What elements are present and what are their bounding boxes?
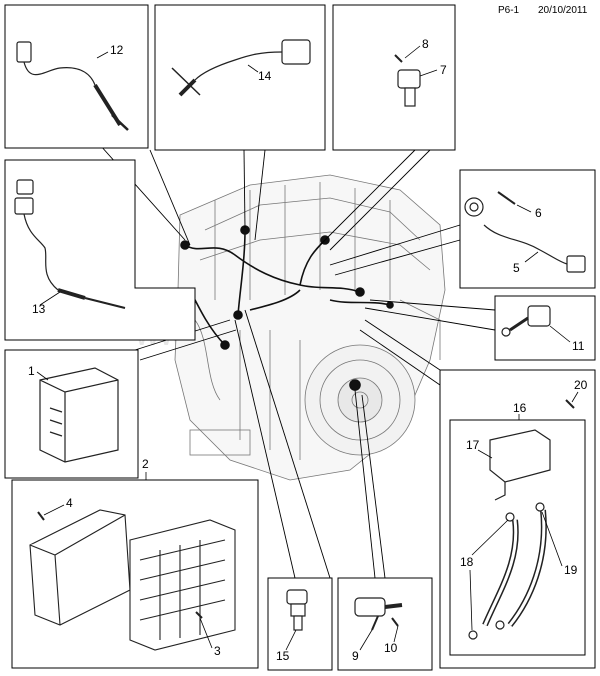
callout-10: 10: [384, 641, 398, 655]
box-part-9-10: 9 10: [337, 577, 433, 671]
box-part-11: 11: [494, 295, 596, 361]
box-part-1: 1: [4, 349, 139, 479]
box-part-2: 2 4 3: [11, 457, 259, 669]
callout-1: 1: [28, 364, 35, 378]
callout-6: 6: [535, 206, 542, 220]
wiring-harness: [180, 225, 394, 391]
callout-3: 3: [214, 644, 221, 658]
box-part-13: 13: [4, 159, 196, 341]
page-code: P6-1: [498, 5, 520, 16]
box-part-15: 15: [267, 577, 333, 671]
engine-assembly: [174, 174, 446, 481]
callout-18: 18: [460, 555, 474, 569]
callout-19: 19: [564, 563, 578, 577]
diagram-date: 20/10/2011: [538, 5, 588, 16]
leader-lines: [99, 144, 496, 579]
callout-5: 5: [513, 261, 520, 275]
callout-15: 15: [276, 649, 290, 663]
callout-13: 13: [32, 302, 46, 316]
callout-14: 14: [258, 69, 272, 83]
callout-16: 16: [513, 401, 527, 415]
callout-12: 12: [110, 43, 124, 57]
box-part-5-6: 6 5: [459, 169, 596, 289]
callout-11: 11: [572, 339, 585, 353]
box-part-12: 12: [4, 4, 149, 149]
callout-9: 9: [352, 649, 359, 663]
callout-20: 20: [574, 378, 588, 392]
callout-4: 4: [66, 496, 73, 510]
callout-17: 17: [466, 438, 480, 452]
box-part-14: 14: [154, 4, 326, 151]
callout-8: 8: [422, 37, 429, 51]
box-part-7-8: 8 7: [332, 4, 456, 151]
callout-2: 2: [142, 457, 149, 471]
callout-7: 7: [440, 63, 447, 77]
box-part-16-20: 20 16 17 18 19: [439, 369, 596, 669]
